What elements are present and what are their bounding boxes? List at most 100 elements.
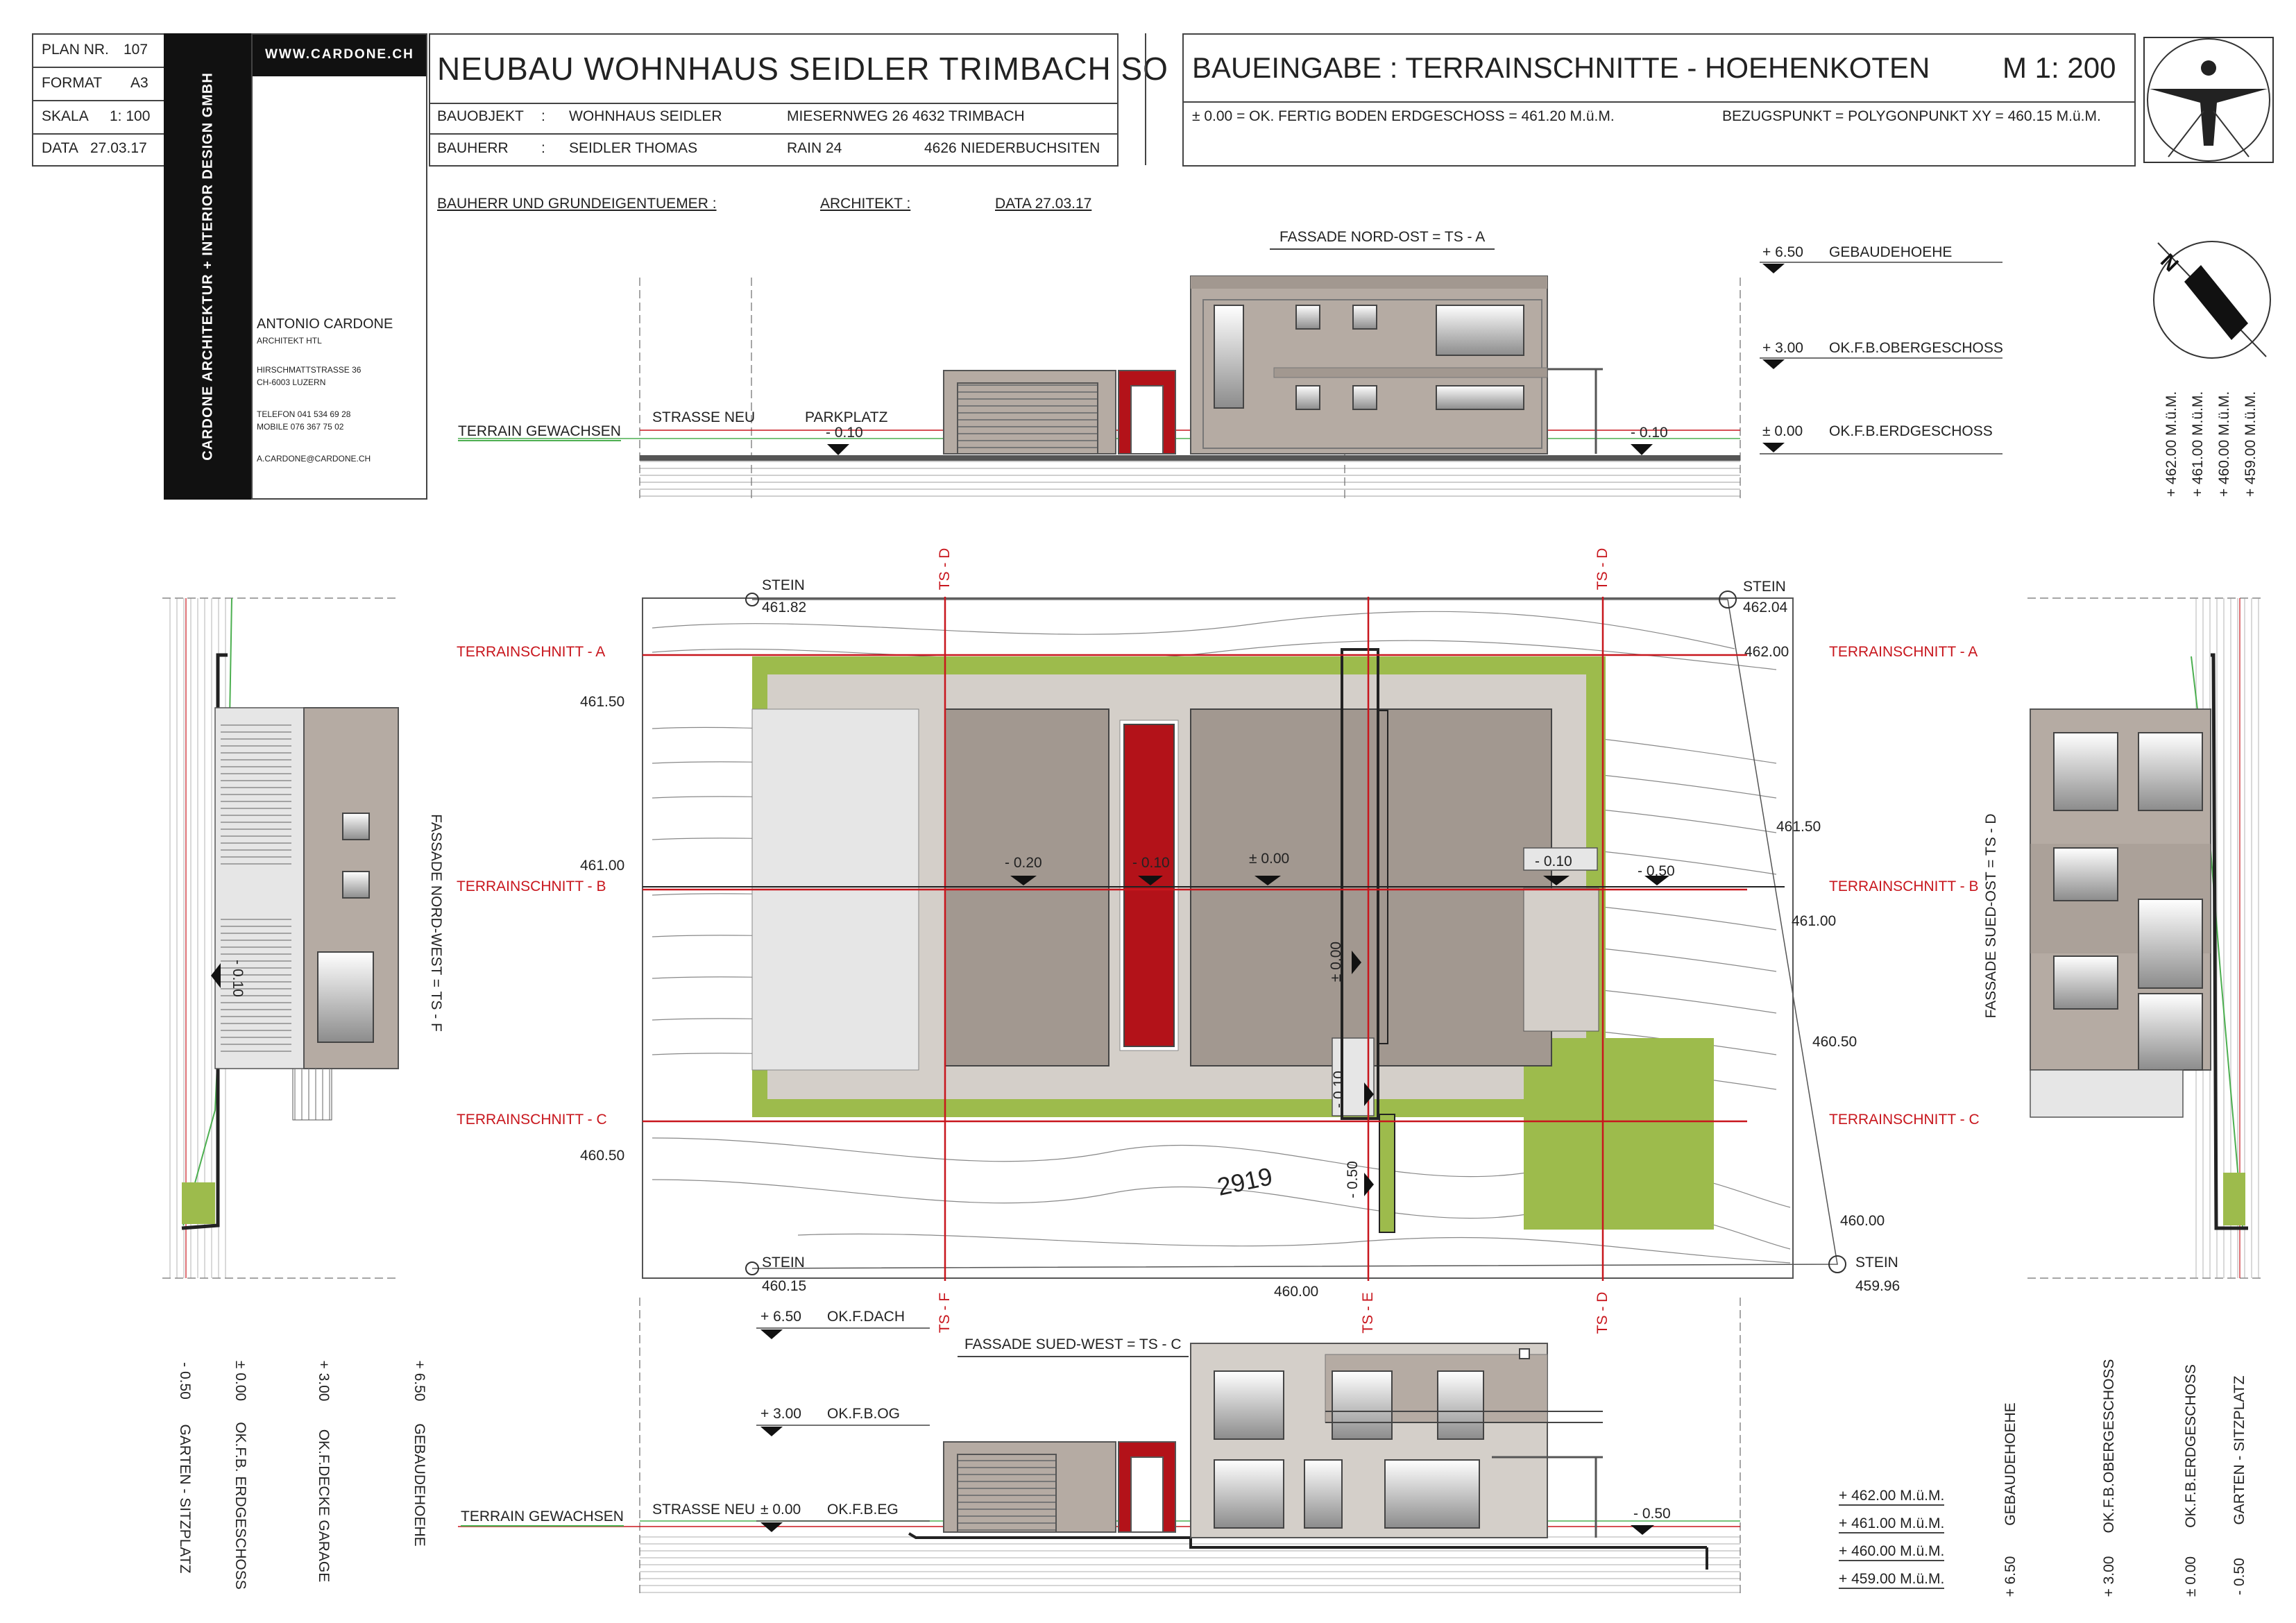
site-level-m020: - 0.20 [1005,855,1042,871]
bauobjekt-address: MIESERNWEG 26 4632 TRIMBACH [787,108,1025,124]
bl-label-3: OK.F.DECKE GARAGE [316,1429,332,1583]
header-divider [1145,33,1146,165]
data-label: DATA [42,140,78,156]
br-label-2: OK.F.B.OBERGESCHOSS [2101,1359,2117,1533]
level-nw-vert: - 0.10 [230,960,246,997]
br-label-4: GARTEN - SITZPLATZ [2231,1375,2247,1525]
height-top-value-1: + 6.50 [1762,244,1803,260]
bauobjekt-colon: : [541,108,545,124]
site-level-vert-m010: - 0.10 [1331,1071,1347,1108]
contour-461-50: 461.50 [1776,819,1821,835]
br-label-1: GEBAUDEHOEHE [2002,1402,2018,1526]
elevation-south-east [2027,597,2265,1279]
bl-value-4: + 6.50 [411,1360,427,1402]
ts-d-bottom: TS - D [1595,1291,1610,1334]
plan-nr-label: PLAN NR. [42,42,109,58]
ts-a-right: TERRAINSCHNITT - A [1829,644,1978,660]
firm-phone: TELEFON 041 534 69 28 [257,409,351,419]
bauherr: SEIDLER THOMAS [569,140,698,156]
abs-level-bottom-2: + 461.00 M.ü.M. [1839,1515,1945,1533]
height-top-label-3: OK.F.B.ERDGESCHOSS [1829,423,1993,439]
fassade-sw-label: FASSADE SUED-WEST = TS - C [958,1336,1189,1357]
firm-web[interactable]: WWW.CARDONE.CH [265,47,414,62]
br-value-1: + 6.50 [2002,1556,2018,1597]
firm-strip [164,33,253,500]
firm-name: ANTONIO CARDONE [257,316,393,332]
ts-e-bottom: TS - E [1360,1292,1376,1334]
bauobjekt-label: BAUOBJEKT [437,108,524,124]
sign-date: DATA 27.03.17 [995,196,1092,212]
firm-mobile: MOBILE 076 367 75 02 [257,422,344,432]
firm-title: ARCHITEKT HTL [257,336,322,346]
format-label: FORMAT [42,75,103,91]
strasse-label-top: STRASSE NEU [652,409,756,425]
ts-a-left: TERRAINSCHNITT - A [457,644,606,660]
bauherr-city: 4626 NIEDERBUCHSITEN [924,140,1100,156]
stein-ne-label: STEIN [1743,579,1786,595]
header-reference: ± 0.00 = OK. FERTIG BODEN ERDGESCHOSS = … [1192,108,1615,124]
ts-c-left: TERRAINSCHNITT - C [457,1112,607,1128]
site-level-000: ± 0.00 [1249,851,1290,867]
contour-460-00: 460.00 [1840,1213,1885,1229]
bl-label-1: GARTEN - SITZPLATZ [177,1424,193,1574]
sw-level-label-2: OK.F.B.OG [827,1406,901,1422]
vitruvian-logo-icon [2143,37,2274,163]
project-title: NEUBAU WOHNHAUS SEIDLER TRIMBACH SO [437,51,1168,87]
elevation-south-west [458,1298,1741,1596]
bl-label-2: OK.F.B. ERDGESCHOSS [232,1422,248,1590]
abs-level-bottom-3: + 460.00 M.ü.M. [1839,1543,1945,1561]
bauherr-label: BAUHERR [437,140,509,156]
bauobjekt: WOHNHAUS SEIDLER [569,108,722,124]
site-plan [642,590,1846,1281]
bl-value-3: + 3.00 [316,1360,332,1402]
sw-level-value-3: ± 0.00 [760,1502,801,1518]
bl-label-4: GEBAUDEHOEHE [411,1423,427,1547]
ts-d-top-right: TS - D [1595,547,1610,590]
bl-value-1: - 0.50 [177,1362,193,1400]
site-level-m010-b: - 0.10 [1535,853,1572,869]
bauherr-street: RAIN 24 [787,140,842,156]
skala-value: 1: 100 [110,108,151,124]
site-level-m010-a: - 0.10 [1132,855,1170,871]
sw-level-label-1: OK.F.DACH [827,1309,905,1325]
bauherr-colon: : [541,140,545,156]
firm-email[interactable]: A.CARDONE@CARDONE.CH [257,454,371,464]
sw-level-label-3: OK.F.B.EG [827,1502,899,1518]
abs-level-bottom-1: + 462.00 M.ü.M. [1839,1488,1945,1506]
ts-d-top-left: TS - D [937,547,953,590]
stein-se-label: STEIN [1855,1255,1898,1271]
stein-sw-label: STEIN [762,1255,805,1271]
header-title: BAUEINGABE : TERRAINSCHNITTE - HOEHENKOT… [1192,51,1930,84]
abs-level-vert-2: + 461.00 M.ü.M. [2190,391,2206,498]
terrain-label-bottom: TERRAIN GEWACHSEN [461,1509,624,1527]
format-value: A3 [130,75,148,91]
parkplatz-label: PARKPLATZ [805,409,888,425]
stein-nw-value: 461.82 [762,600,807,615]
ts-c-right: TERRAINSCHNITT - C [1829,1112,1980,1128]
plan-info-box: PLAN NR. 107 FORMAT A3 SKALA 1: 100 DATA… [32,33,168,167]
site-level-vert-m050: - 0.50 [1345,1161,1361,1198]
left-contour-461-00: 461.00 [580,858,625,874]
header-scale: M 1: 200 [2002,51,2116,84]
north-arrow-icon: N [2153,241,2271,359]
sw-level-value-2: + 3.00 [760,1406,801,1422]
abs-level-bottom-4: + 459.00 M.ü.M. [1839,1571,1945,1589]
data-value: 27.03.17 [90,140,147,156]
skala-label: SKALA [42,108,89,124]
level-ne-right: - 0.10 [1631,425,1668,441]
height-top-value-2: + 3.00 [1762,340,1803,356]
contour-460-50: 460.50 [1812,1034,1857,1050]
ts-f-bottom: TS - F [937,1292,953,1334]
firm-street: HIRSCHMATTSTRASSE 36 [257,365,362,375]
firm-city: CH-6003 LUZERN [257,377,326,387]
elevation-north-west [162,597,400,1279]
header-bezug: BEZUGSPUNKT = POLYGONPUNKT XY = 460.15 M… [1722,108,2101,124]
stein-ne-value: 462.04 [1743,600,1788,615]
fassade-so-label: FASSADE SUED-OST = TS - D [1983,813,1999,1019]
br-value-3: ± 0.00 [2183,1556,2199,1597]
stein-nw-label: STEIN [762,577,805,593]
fassade-ne-label: FASSADE NORD-OST = TS - A [1270,229,1495,250]
bl-value-2: ± 0.00 [232,1360,248,1402]
br-value-4: - 0.50 [2231,1558,2247,1595]
fassade-nw-label: FASSADE NORD-WEST = TS - F [428,814,444,1032]
